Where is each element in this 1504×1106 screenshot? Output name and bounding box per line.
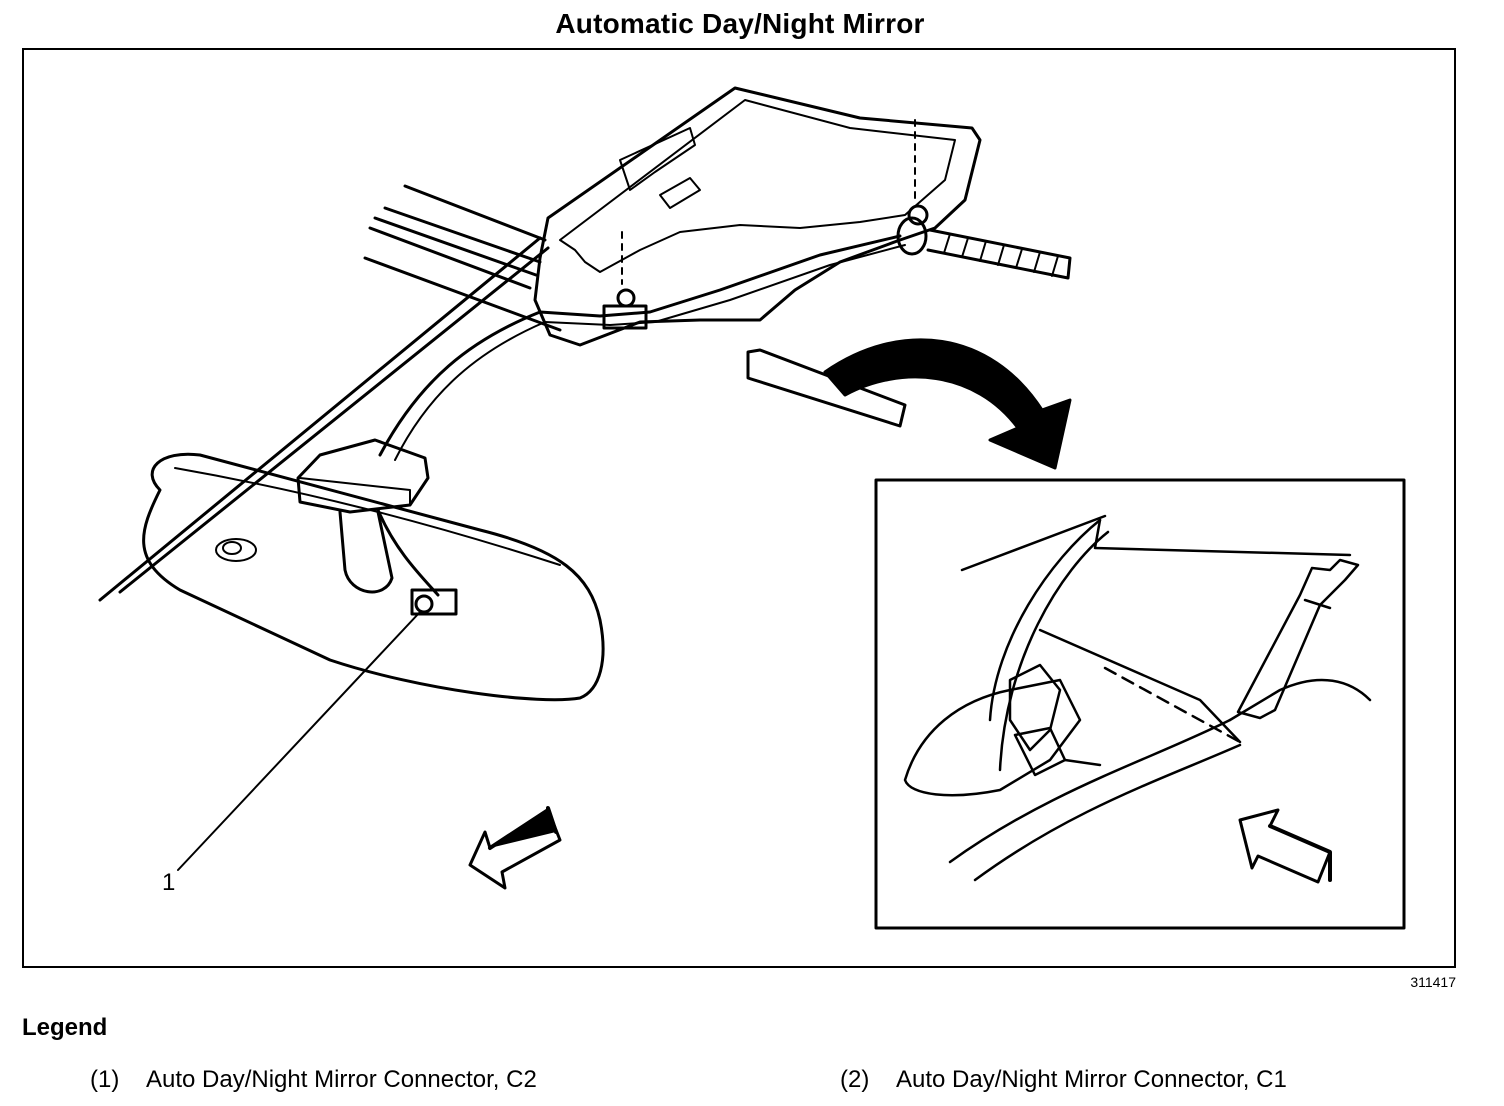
figure-id: 311417 xyxy=(1410,974,1456,990)
windshield-edge xyxy=(98,236,550,602)
harness-clip xyxy=(896,119,929,256)
mirror-mount xyxy=(296,438,430,514)
inset-detail-art xyxy=(903,514,1372,882)
rearview-mirror xyxy=(142,452,605,702)
headliner-lines xyxy=(363,184,562,332)
mirror-illustration: 1 xyxy=(98,86,1406,930)
legend-item-text: Auto Day/Night Mirror Connector, C1 xyxy=(896,1066,1287,1093)
connector-c1 xyxy=(602,231,648,330)
wire-harness xyxy=(378,234,902,457)
inset-detail-frame xyxy=(874,478,1406,930)
overhead-console xyxy=(533,86,982,347)
callout-1-label: 1 xyxy=(162,869,175,896)
diagram-title: Automatic Day/Night Mirror xyxy=(555,8,925,39)
sun-visor-edge xyxy=(746,348,907,428)
legend-item-number: (2) xyxy=(840,1066,870,1093)
legend-heading: Legend xyxy=(22,1014,108,1041)
legend-item-2: (2) Auto Day/Night Mirror Connector, C1 xyxy=(840,1066,1287,1094)
callout-1-leader xyxy=(177,611,421,871)
legend-item-number: (1) xyxy=(90,1066,120,1093)
forward-arrow-inset xyxy=(1238,808,1332,884)
illustration-frame xyxy=(22,48,1456,968)
connector-c2 xyxy=(376,508,458,616)
legend-item-text: Auto Day/Night Mirror Connector, C2 xyxy=(146,1066,537,1093)
legend-item-1: (1) Auto Day/Night Mirror Connector, C2 xyxy=(90,1066,537,1094)
detail-arrow xyxy=(823,338,1072,470)
